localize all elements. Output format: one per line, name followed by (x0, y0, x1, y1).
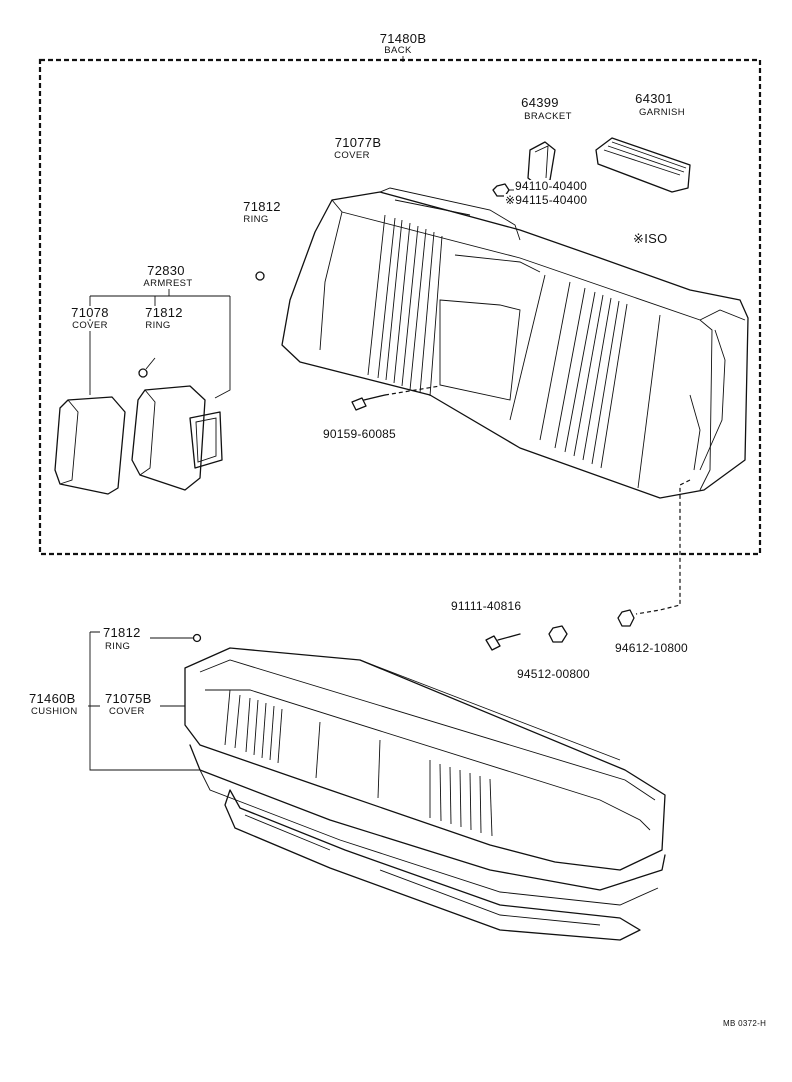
armrest-part-number: 72830 (146, 263, 186, 278)
nut-part-number: 94110-40400 (514, 179, 589, 193)
cushion-part-name: CUSHION (30, 706, 79, 717)
back-part-name: BACK (383, 45, 413, 56)
armrest-ring-leader (145, 357, 156, 370)
cushion-ring-part-number: 71812 (102, 625, 142, 640)
cushion-ring-part (192, 633, 202, 643)
cushion-cover-part-name: COVER (108, 706, 146, 717)
armrest-ring-part (138, 368, 148, 378)
armrest-part-name: ARMREST (142, 278, 194, 289)
cushion-cover-part-number: 71075B (104, 691, 153, 706)
armrest-ring-part-name: RING (144, 320, 172, 331)
back-part-number: 71480B (378, 31, 428, 46)
back-bolt-leader (384, 385, 441, 396)
armrest-cover-part-name: COVER (71, 320, 109, 331)
garnish-part-number: 64301 (634, 91, 674, 106)
back-to-cushion-link (635, 479, 691, 615)
back-assembly-boundary (38, 58, 762, 556)
back-cover-part-name: COVER (333, 150, 371, 161)
cushion-nut-part-number: 94512-00800 (516, 667, 591, 681)
back-bolt-part-number: 90159-60085 (322, 427, 397, 441)
seat-back-drawing (281, 187, 749, 499)
back-bolt-part (351, 394, 386, 411)
back-ring-part (255, 271, 265, 281)
cushion-bolt-part-number: 91111-40816 (450, 599, 523, 613)
nut-alt-part-number: ※94115-40400 (504, 193, 589, 207)
cushion-ring-part-name: RING (104, 641, 132, 652)
cushion-washer-part (617, 609, 635, 627)
bracket-part-number: 64399 (520, 95, 560, 110)
back-ring-part-name: RING (242, 214, 270, 225)
bracket-part-name: BRACKET (523, 111, 573, 122)
cushion-washer-part-number: 94612-10800 (614, 641, 689, 655)
garnish-part-name: GARNISH (637, 107, 687, 118)
armrest-leader-tree (89, 287, 231, 399)
armrest-ring-part-number: 71812 (144, 305, 184, 320)
drawing-reference-code: MB 0372-H (722, 1019, 768, 1028)
armrest-cover-part-number: 71078 (70, 305, 110, 320)
back-ring-part-number: 71812 (242, 199, 282, 214)
back-cover-part-number: 71077B (333, 135, 383, 150)
cushion-bolt-part (485, 633, 521, 651)
seat-cushion-drawing (184, 647, 666, 941)
iso-note: ※ISO (632, 231, 669, 246)
cushion-nut-part (548, 625, 568, 643)
armrest-drawing (54, 385, 223, 495)
cushion-part-number: 71460B (28, 691, 77, 706)
garnish-part (595, 137, 691, 193)
